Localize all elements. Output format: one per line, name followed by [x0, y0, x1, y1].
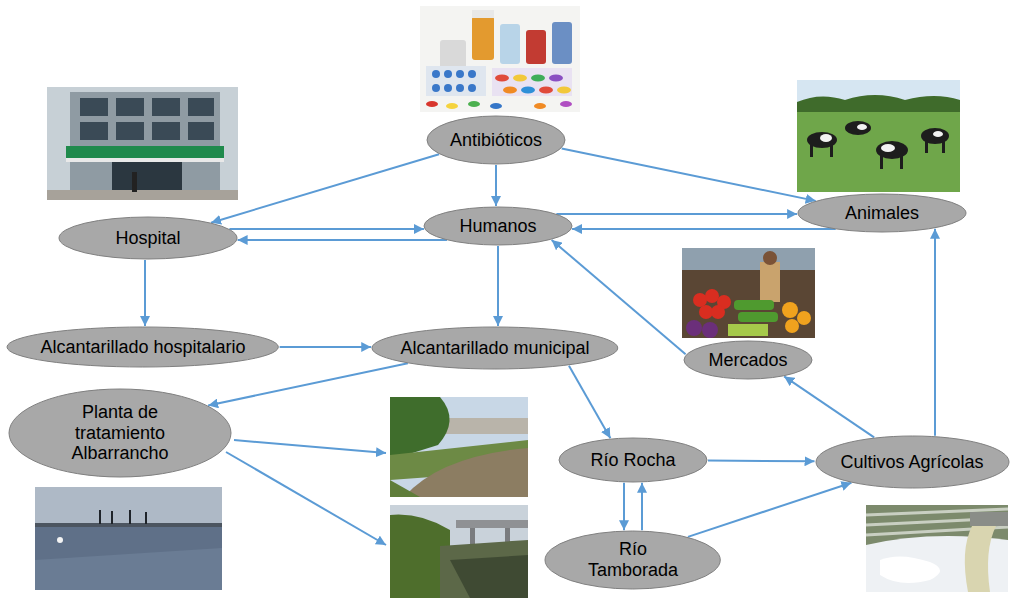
arrow-connector — [623, 483, 625, 530]
arrow-connector — [497, 246, 499, 326]
arrow-connector — [641, 483, 643, 530]
outflow-arrow — [234, 440, 386, 453]
node-label: Hospital — [115, 228, 180, 249]
ellipse-node: Alcantarillado municipal — [371, 326, 619, 370]
arrow-connector — [208, 363, 408, 405]
ellipse-node: Hospital — [58, 216, 238, 260]
cows-photo — [797, 80, 960, 192]
arrow-connector — [229, 228, 424, 230]
arrow-connector — [280, 346, 372, 348]
ellipse-node: Humanos — [423, 206, 573, 246]
node-label: Río Tamborada — [583, 539, 683, 580]
node-label: Animales — [845, 203, 919, 224]
arrow-connector — [495, 165, 497, 206]
ellipse-node: Río Rocha — [558, 437, 708, 483]
ellipse-node: Animales — [797, 193, 967, 233]
arrow-connector — [784, 376, 874, 437]
arrow-connector — [238, 239, 447, 241]
ellipse-node: Alcantarillado hospitalario — [6, 326, 279, 368]
river-photo — [390, 505, 528, 598]
node-label: Alcantarillado hospitalario — [40, 337, 245, 358]
node-label: Mercados — [708, 350, 787, 371]
node-label: Río Rocha — [590, 450, 675, 471]
ellipse-node: Río Tamborada — [544, 530, 721, 590]
ellipse-node: Antibióticos — [426, 115, 566, 165]
arrow-connector — [556, 213, 797, 215]
river-photo — [390, 397, 528, 497]
hospital-photo — [47, 87, 238, 200]
arrow-connector — [144, 260, 146, 326]
ellipse-node: Planta de tratamiento Albarrancho — [8, 388, 232, 478]
ellipse-node: Cultivos Agrícolas — [815, 435, 1010, 489]
node-label: Alcantarillado municipal — [400, 338, 589, 359]
ellipse-node: Mercados — [683, 340, 813, 380]
node-label: Humanos — [459, 216, 536, 237]
arrow-connector — [211, 154, 439, 222]
arrow-connector — [708, 460, 815, 463]
node-label: Antibióticos — [450, 130, 542, 151]
field-photo — [866, 505, 1008, 592]
arrow-connector — [572, 228, 836, 230]
arrow-connector — [562, 149, 816, 201]
arrow-connector — [934, 229, 936, 436]
node-label: Cultivos Agrícolas — [840, 452, 983, 473]
treatment-plant-photo — [35, 487, 222, 590]
market-photo — [682, 248, 815, 338]
arrow-connector — [569, 366, 610, 438]
antibiotics-photo — [420, 6, 580, 112]
arrow-connector — [688, 483, 852, 537]
node-label: Planta de tratamiento Albarrancho — [58, 402, 183, 464]
outflow-arrow — [226, 452, 386, 545]
